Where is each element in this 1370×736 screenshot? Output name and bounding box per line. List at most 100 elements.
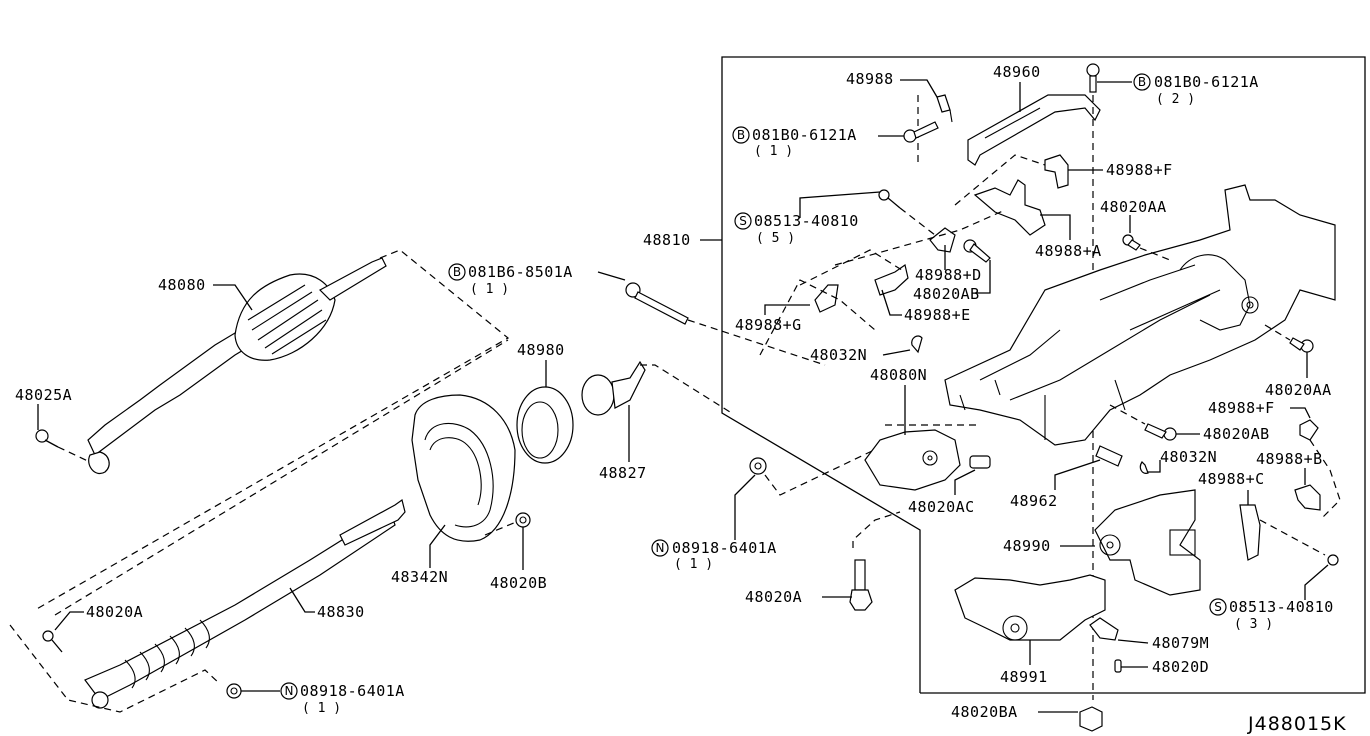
prefix-B-icon: B <box>453 265 461 279</box>
part-48020BA-nut[interactable] <box>1079 706 1103 732</box>
part-48988C-bracket[interactable] <box>1239 504 1261 561</box>
svg-text:( 3 ): ( 3 ) <box>1234 617 1273 632</box>
part-48960-bracket[interactable] <box>967 94 1101 166</box>
part-screw-08513-bottom[interactable] <box>1327 554 1339 566</box>
fastener-081B0-6121A-left[interactable]: B 081B0-6121A ( 1 ) <box>732 126 857 159</box>
label-48990[interactable]: 48990 <box>1003 537 1051 555</box>
label-48020B[interactable]: 48020B <box>490 574 547 592</box>
fastener-081B0-6121A-top[interactable]: B 081B0-6121A ( 2 ) <box>1133 73 1259 107</box>
assembly-frame-48810: 48810 <box>643 56 1366 694</box>
part-48020D-bolt[interactable] <box>1114 659 1122 673</box>
label-48827[interactable]: 48827 <box>599 464 647 482</box>
part-screw-08513-top[interactable] <box>878 189 901 209</box>
label-48962[interactable]: 48962 <box>1010 492 1058 510</box>
label-48020AC[interactable]: 48020AC <box>908 498 975 516</box>
svg-text:08918-6401A: 08918-6401A <box>672 539 777 557</box>
svg-text:08513-40810: 08513-40810 <box>754 212 859 230</box>
part-48988B-bracket[interactable] <box>1294 484 1321 511</box>
fastener-08513-40810-bottom[interactable]: S 08513-40810 ( 3 ) <box>1209 598 1334 632</box>
label-48810[interactable]: 48810 <box>643 231 691 249</box>
fastener-08918-6401A-mid[interactable]: N 08918-6401A ( 1 ) <box>651 539 777 572</box>
label-48020BA[interactable]: 48020BA <box>951 703 1018 721</box>
label-48991[interactable]: 48991 <box>1000 668 1048 686</box>
part-48342N-housing[interactable] <box>411 394 516 542</box>
label-48020A-left[interactable]: 48020A <box>86 603 143 621</box>
label-48020AA-top[interactable]: 48020AA <box>1100 198 1167 216</box>
label-48988F-right[interactable]: 48988+F <box>1208 399 1275 417</box>
part-48991-motor[interactable] <box>954 574 1106 641</box>
label-48020AB-top[interactable]: 48020AB <box>913 285 980 303</box>
label-48988A[interactable]: 48988+A <box>1035 242 1102 260</box>
part-48080-shaft[interactable] <box>87 257 387 475</box>
svg-text:( 1 ): ( 1 ) <box>302 701 341 716</box>
part-nut-08918-mid[interactable] <box>749 457 767 475</box>
part-48020AA-bolt-top[interactable] <box>1122 234 1141 251</box>
part-48020AA-bolt-right[interactable] <box>1289 337 1314 353</box>
label-48980[interactable]: 48980 <box>517 341 565 359</box>
part-48020A-bolt-mid[interactable] <box>849 559 873 611</box>
part-48079M-bracket[interactable] <box>1089 617 1119 641</box>
label-48020D[interactable]: 48020D <box>1152 658 1209 676</box>
label-48025A[interactable]: 48025A <box>15 386 72 404</box>
prefix-B-icon: B <box>737 128 745 142</box>
label-48988E[interactable]: 48988+E <box>904 306 971 324</box>
part-48988D-bracket[interactable] <box>929 227 956 253</box>
label-48080[interactable]: 48080 <box>158 276 206 294</box>
part-bolt-081B6[interactable] <box>625 282 689 325</box>
part-48980-cover[interactable] <box>516 386 574 464</box>
svg-text:( 1 ): ( 1 ) <box>754 144 793 159</box>
part-48988F-bracket-right[interactable] <box>1299 419 1319 441</box>
label-48342N[interactable]: 48342N <box>391 568 448 586</box>
label-48080N[interactable]: 48080N <box>870 366 927 384</box>
part-48020AB-bolt-top[interactable] <box>963 239 991 263</box>
part-48962-pin[interactable] <box>1095 445 1123 467</box>
part-48990-motor[interactable] <box>1094 489 1201 596</box>
part-48988F-bracket-top[interactable] <box>1044 154 1069 189</box>
prefix-N-icon: N <box>656 541 665 555</box>
part-48988G-bracket[interactable] <box>814 284 839 313</box>
label-48020AA-right[interactable]: 48020AA <box>1265 381 1332 399</box>
part-bolt-081B0-left[interactable] <box>903 121 939 143</box>
label-48988F-top[interactable]: 48988+F <box>1106 161 1173 179</box>
prefix-S-icon: S <box>1214 600 1222 614</box>
diagram-code: J488015K <box>1247 713 1347 735</box>
label-48988D[interactable]: 48988+D <box>915 266 982 284</box>
part-nut-08918-left[interactable] <box>226 683 242 699</box>
part-48020A-bolt-left[interactable] <box>42 630 63 653</box>
label-48079M[interactable]: 48079M <box>1152 634 1209 652</box>
fastener-08918-6401A-bottom[interactable]: N 08918-6401A ( 1 ) <box>280 682 405 716</box>
label-48032N-top[interactable]: 48032N <box>810 346 867 364</box>
part-48830-shaft[interactable] <box>84 498 406 709</box>
prefix-N-icon: N <box>285 684 294 698</box>
part-48032N-clip-bottom[interactable] <box>1139 461 1149 474</box>
label-48988B[interactable]: 48988+B <box>1256 450 1323 468</box>
label-48960[interactable]: 48960 <box>993 63 1041 81</box>
label-48988[interactable]: 48988 <box>846 70 894 88</box>
part-48032N-clip-top[interactable] <box>911 335 923 354</box>
part-48080N-lock[interactable] <box>864 429 961 491</box>
part-48988E-bracket[interactable] <box>874 263 909 296</box>
part-48988A-bracket[interactable] <box>973 179 1046 236</box>
part-column-housing[interactable] <box>944 184 1336 446</box>
label-48032N-bottom[interactable]: 48032N <box>1160 448 1217 466</box>
part-48020AC-bolt[interactable] <box>969 455 991 469</box>
part-48988-bracket[interactable] <box>936 94 953 123</box>
svg-text:( 1 ): ( 1 ) <box>470 282 509 297</box>
fastener-081B6-8501A[interactable]: B 081B6-8501A ( 1 ) <box>448 263 573 297</box>
label-48830[interactable]: 48830 <box>317 603 365 621</box>
label-48020AB-right[interactable]: 48020AB <box>1203 425 1270 443</box>
svg-text:( 1 ): ( 1 ) <box>674 557 713 572</box>
part-48827-seal[interactable] <box>581 360 646 416</box>
label-48020A-mid[interactable]: 48020A <box>745 588 802 606</box>
label-48988C[interactable]: 48988+C <box>1198 470 1265 488</box>
fastener-08513-40810-top[interactable]: S 08513-40810 ( 5 ) <box>734 212 859 246</box>
svg-text:08918-6401A: 08918-6401A <box>300 682 405 700</box>
svg-text:081B0-6121A: 081B0-6121A <box>1154 73 1259 91</box>
label-48988G[interactable]: 48988+G <box>735 316 802 334</box>
part-48025A-bolt[interactable] <box>35 429 59 448</box>
part-48020AB-bolt-right[interactable] <box>1144 423 1177 441</box>
part-bolt-081B0-top[interactable] <box>1086 63 1100 93</box>
part-48020B-nut[interactable] <box>515 512 531 528</box>
svg-text:081B0-6121A: 081B0-6121A <box>752 126 857 144</box>
